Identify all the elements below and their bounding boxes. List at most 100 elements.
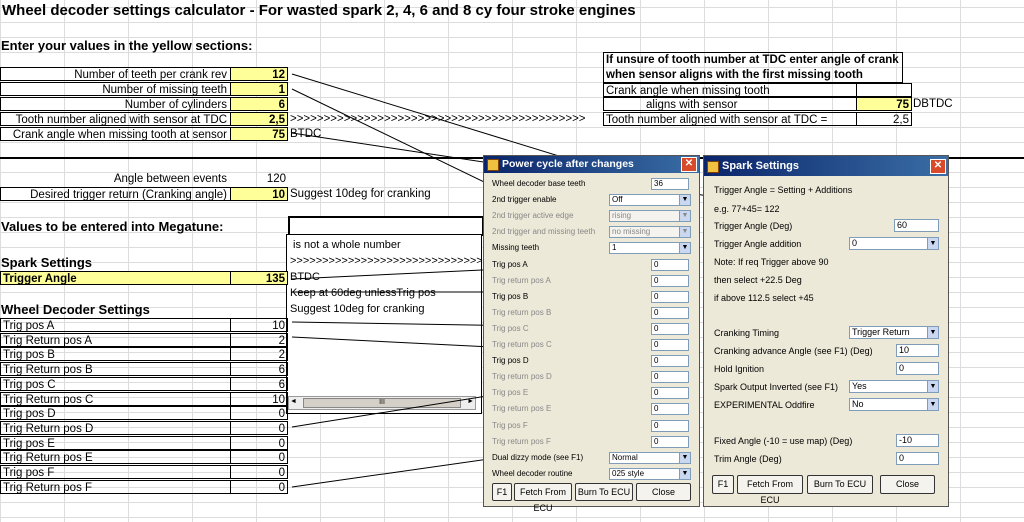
power-window-titlebar[interactable]: Power cycle after changes ✕ [484,156,699,173]
enter-values-header: Enter your values in the yellow sections… [1,38,253,53]
input-label-0: Number of teeth per crank rev [0,67,230,81]
wheel-row-value-2: 2 [230,347,288,362]
power-row-input-7[interactable]: 0 [651,290,689,303]
input-value-4[interactable]: 75 [230,127,288,141]
chevron-down-icon[interactable]: ▼ [679,243,690,254]
fetch-from-ecu-button[interactable]: Fetch From ECU [737,475,803,505]
chevron-down-icon[interactable]: ▼ [679,227,690,238]
close-icon[interactable]: ✕ [681,157,697,172]
note-line-3: Keep at 60deg unlessTrig pos [290,287,436,299]
notes-horizontal-scrollbar[interactable]: ◄ III ► [288,396,476,410]
power-row-input-11[interactable]: 0 [651,355,689,368]
megatune-header: Values to be entered into Megatune: [1,219,224,234]
note-line-0: is not a whole number [290,239,401,251]
power-row-select-1[interactable]: Off ▼ [609,194,691,207]
cranking-advance-label: Cranking advance Angle (see F1) (Deg) [714,346,873,356]
power-row-label-8: Trig return pos B [492,307,552,317]
power-row-select-18[interactable]: 025 style ▼ [609,467,691,480]
power-row-input-10[interactable]: 0 [651,339,689,351]
note-line-4: Suggest 10deg for cranking [290,303,425,315]
close-button[interactable]: Close [880,475,935,494]
desired-return-note: Suggest 10deg for cranking [290,188,431,200]
power-row-input-12[interactable]: 0 [651,371,689,384]
power-row-label-11: Trig pos D [492,356,529,366]
power-row-input-8[interactable]: 0 [651,306,689,319]
input-value-3[interactable]: 2,5 [230,112,288,126]
power-row-input-6[interactable]: 0 [651,274,689,287]
addition-select[interactable]: 0▼ [849,237,939,250]
power-row-select-4[interactable]: 1▼ [609,242,691,255]
power-row-select-17[interactable]: Normal▼ [609,451,691,464]
f1-button[interactable]: F1 [492,483,512,501]
trigger-angle-input[interactable]: 60 [894,219,939,232]
power-row-select-value-18: 025 style [612,468,645,478]
scroll-left-icon[interactable]: ◄ [290,398,297,405]
spark-window-titlebar[interactable]: Spark Settings ✕ [704,156,948,176]
power-row-label-9: Trig pos C [492,323,529,333]
wheel-row-label-1: Trig Return pos A [0,332,230,347]
wheel-row-value-3: 6 [230,362,288,377]
power-row-label-18: Wheel decoder routine [492,468,573,478]
power-row-input-9[interactable]: 0 [651,322,689,335]
hold-ignition-input[interactable]: 0 [896,362,939,375]
spark-output-select[interactable]: Yes▼ [849,380,939,393]
wheel-row-value-1: 2 [230,332,288,347]
power-row-input-0[interactable]: 36 [651,178,689,190]
note-line-1: >>>>>>>>>>>>>>>>>>>>>>>>>>>>>> [290,255,483,267]
cranking-advance-input[interactable]: 10 [896,344,939,357]
wheel-row-value-11: 0 [230,479,288,494]
cranking-timing-value: Trigger Return [852,327,910,337]
power-row-label-3: 2nd trigger and missing teeth [492,227,596,237]
power-row-input-14[interactable]: 0 [651,403,689,416]
input-label-1: Number of missing teeth [0,82,230,96]
wheel-row-value-8: 0 [230,435,288,450]
f1-button[interactable]: F1 [712,475,734,494]
power-row-label-13: Trig pos E [492,388,529,398]
chevron-down-icon[interactable]: ▼ [927,399,938,410]
power-window-title: Power cycle after changes [502,158,634,170]
wheel-row-value-10: 0 [230,465,288,479]
power-row-label-12: Trig return pos D [492,372,552,382]
input-value-1[interactable]: 1 [230,82,288,96]
trim-angle-input[interactable]: 0 [896,452,939,465]
chevron-down-icon[interactable]: ▼ [927,327,938,338]
power-row-select-value-3: no missing [612,227,651,237]
wheel-row-value-9: 0 [230,450,288,465]
chevron-down-icon[interactable]: ▼ [679,195,690,206]
close-icon[interactable]: ✕ [930,159,946,174]
fixed-angle-input[interactable]: -10 [896,434,939,447]
chevron-down-icon[interactable]: ▼ [927,238,938,249]
chevron-down-icon[interactable]: ▼ [927,381,938,392]
cranking-timing-label: Cranking Timing [714,328,780,338]
chevron-down-icon[interactable]: ▼ [679,468,690,479]
power-row-input-13[interactable]: 0 [651,387,689,400]
power-row-label-14: Trig return pos E [492,404,552,414]
wheel-row-label-7: Trig Return pos D [0,420,230,435]
cranking-timing-select[interactable]: Trigger Return ▼ [849,326,939,339]
hold-ignition-label: Hold Ignition [714,364,765,374]
note-line-1: Note: If req Trigger above 90 [714,257,829,267]
input-value-2[interactable]: 6 [230,97,288,111]
desired-return-label: Desired trigger return (Cranking angle) [0,187,230,201]
close-button[interactable]: Close [636,483,691,501]
fetch-from-ecu-button[interactable]: Fetch From ECU [514,483,572,513]
unsure-note: If unsure of tooth number at TDC enter a… [603,52,903,83]
scroll-right-icon[interactable]: ► [467,398,474,405]
scroll-thumb[interactable]: III [303,398,461,408]
power-row-input-5[interactable]: 0 [651,258,689,271]
input-value-0[interactable]: 12 [230,67,288,81]
power-row-input-16[interactable]: 0 [651,435,689,448]
power-row-select-2[interactable]: rising▼ [609,210,691,223]
power-row-input-15[interactable]: 0 [651,419,689,432]
burn-to-ecu-button[interactable]: Burn To ECU [807,475,873,494]
burn-to-ecu-button[interactable]: Burn To ECU [575,483,633,501]
desired-return-input[interactable]: 10 [230,187,288,201]
chevron-down-icon[interactable]: ▼ [679,452,690,463]
power-row-select-value-1: Off [612,195,623,205]
tooth-tdc-label: Tooth number aligned with sensor at TDC … [603,112,856,126]
crank-angle-input[interactable]: 75 [856,97,912,111]
oddfire-select[interactable]: No▼ [849,398,939,411]
note-line-2: BTDC [290,271,320,283]
chevron-down-icon[interactable]: ▼ [679,211,690,222]
power-row-select-3[interactable]: no missing ▼ [609,226,691,239]
